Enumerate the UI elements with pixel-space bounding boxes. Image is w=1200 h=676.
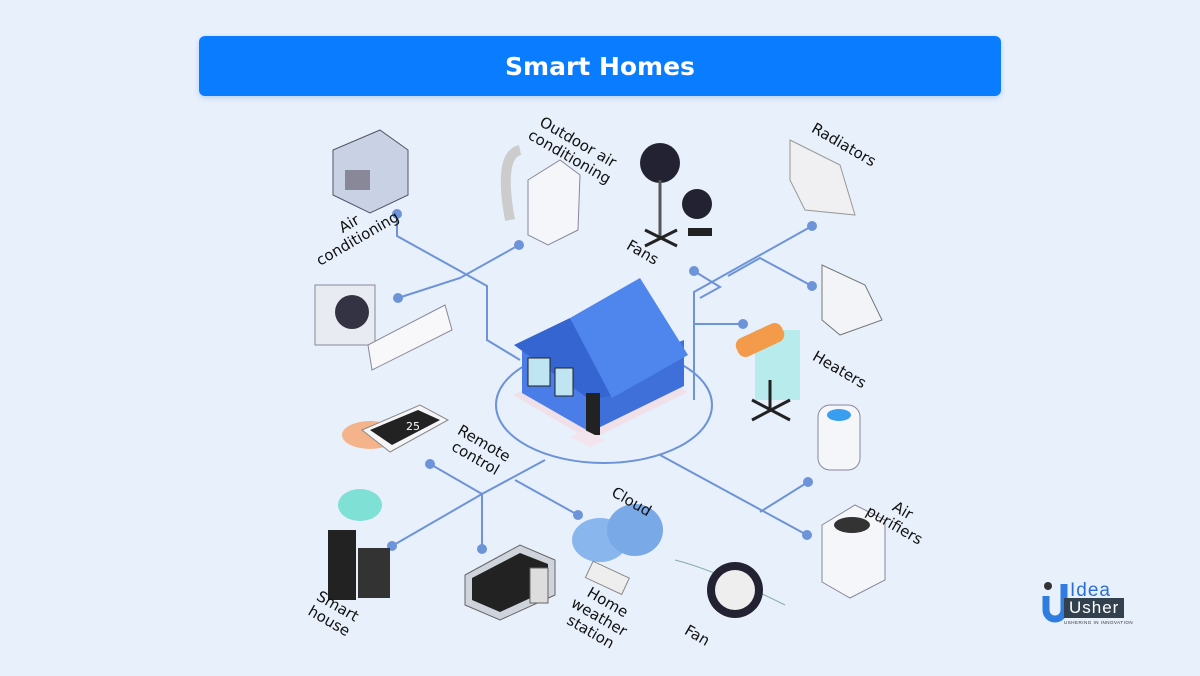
split-ac-icon — [314, 284, 453, 371]
outdoor-ac-icon — [500, 145, 581, 246]
fans-icon — [640, 143, 712, 248]
logo-line2: Usher — [1064, 598, 1125, 618]
fan-heater-icon — [674, 559, 786, 618]
remote-hand-icon: 25 — [342, 404, 450, 453]
weather-station-icon — [464, 544, 556, 621]
connector-purifier — [659, 454, 808, 536]
logo-line1: Idea — [1070, 580, 1111, 601]
house-illustration — [513, 278, 688, 447]
idea-usher-logo: Idea Usher USHERING IN INNOVATION — [1040, 580, 1160, 630]
logo-u-icon — [1042, 582, 1068, 623]
connector-ac — [396, 214, 521, 361]
connector-dots — [387, 209, 817, 554]
smart-house-icon — [328, 489, 390, 600]
window-ac-icon — [332, 129, 409, 214]
connector-fans — [693, 270, 722, 299]
remote-display: 25 — [406, 420, 420, 433]
oil-heater-icon — [821, 264, 883, 336]
connector-cloud — [514, 479, 579, 516]
connector-outdoor-ac — [397, 244, 520, 299]
connector-purifier-top — [759, 481, 809, 513]
logo-tagline: USHERING IN INNOVATION — [1064, 620, 1134, 625]
cloud-icon — [572, 504, 663, 596]
air-purifier-small-icon — [817, 404, 861, 471]
connector-heaters — [727, 256, 813, 287]
connector-smart-house — [391, 492, 483, 549]
radiator-icon — [789, 139, 856, 216]
connector-lines — [391, 214, 813, 549]
page-title: Smart Homes — [199, 36, 1001, 96]
heater-lamp-icon — [735, 323, 800, 422]
air-purifier-large-icon — [821, 504, 886, 599]
connector-radiators — [693, 225, 813, 400]
